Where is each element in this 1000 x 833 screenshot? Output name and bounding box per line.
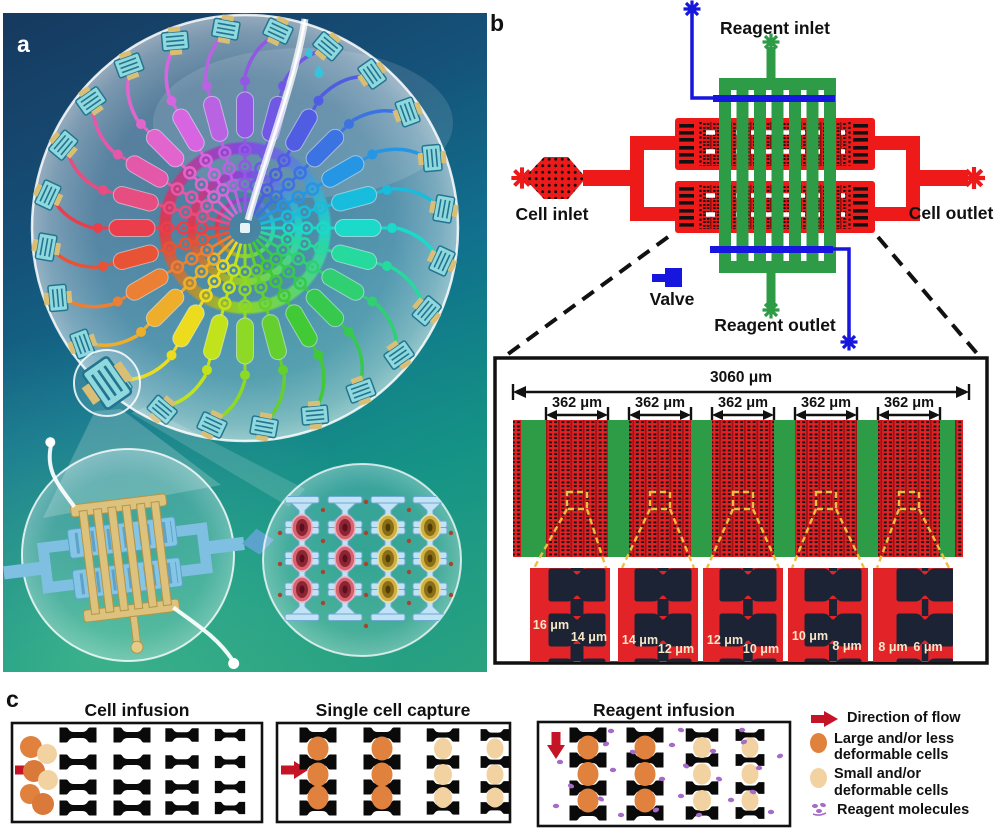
svg-text:8 μm: 8 μm — [878, 640, 907, 654]
trap-band — [513, 420, 963, 557]
cell-infusion-box: Cell infusion — [10, 700, 264, 824]
svg-text:12 μm: 12 μm — [658, 642, 694, 656]
panel-b-letter: b — [490, 10, 505, 36]
valve-control-lines — [652, 0, 860, 353]
panel-b-schematic: Reagent inlet Cell inlet Cell outlet Val… — [493, 0, 994, 665]
legend-row-flow: Direction of flow — [810, 710, 1000, 728]
legend-label: Small and/or deformable cells — [834, 766, 949, 799]
total-width-label: 3060 μm — [710, 369, 772, 386]
panel-a-photo: a — [3, 13, 487, 672]
segment-dimensions: 362 μm 362 μm 362 μm 362 μm 362 μm — [544, 395, 942, 421]
legend-label: Large and/or less deformable cells — [834, 731, 955, 764]
svg-text:14 μm: 14 μm — [571, 630, 607, 644]
reagent-infusion-box: Reagent infusion — [536, 700, 792, 828]
zoom-connector-left — [502, 235, 670, 359]
flow-arrow-icon — [811, 711, 838, 727]
svg-text:8 μm: 8 μm — [832, 639, 861, 653]
valve-label: Valve — [650, 289, 695, 309]
svg-text:362 μm: 362 μm — [552, 395, 602, 411]
legend-row-small-cell: Small and/or deformable cells — [810, 766, 1000, 799]
single-cell-capture-title: Single cell capture — [316, 700, 471, 720]
valve-icon — [652, 268, 682, 287]
svg-text:10 μm: 10 μm — [743, 642, 779, 656]
trap-inset-1: 16 μm 14 μm — [530, 568, 610, 662]
single-cell-capture-box: Single cell capture — [275, 700, 512, 824]
svg-text:362 μm: 362 μm — [884, 395, 934, 411]
chip-inset — [3, 437, 274, 670]
reagent-molecules-icon — [812, 802, 827, 816]
cell-outlet-port-icon — [963, 167, 985, 189]
wafer-center-hub — [240, 223, 250, 233]
chip-3d-render — [3, 437, 274, 670]
reagent-molecules-dots — [552, 727, 784, 818]
wafer-detail-layer — [3, 13, 487, 670]
reagent-inlet-label: Reagent inlet — [720, 18, 830, 38]
droplet-icon — [305, 47, 313, 58]
trapped-cells-inset — [262, 463, 462, 657]
legend-label: Reagent molecules — [837, 801, 970, 818]
svg-text:10 μm: 10 μm — [792, 629, 828, 643]
legend-row-reagent: Reagent molecules — [810, 802, 1000, 818]
trap-inset-3: 12 μm 10 μm — [703, 568, 783, 662]
panel-c-schematic: Cell infusion Single cell capture — [10, 700, 792, 828]
trap-inset-2: 14 μm 12 μm — [618, 568, 698, 662]
trap-inset-4: 10 μm 8 μm — [788, 568, 868, 662]
svg-text:16 μm: 16 μm — [533, 618, 569, 632]
magnifier-circle — [73, 349, 141, 417]
captured-cells — [577, 735, 759, 813]
svg-text:6 μm: 6 μm — [913, 640, 942, 654]
zoom-connector-right — [876, 235, 982, 359]
svg-text:362 μm: 362 μm — [801, 395, 851, 411]
captured-cells — [307, 736, 504, 810]
valve-port-bottom-icon — [838, 331, 860, 353]
zoom-detail-box: 3060 μm 362 μm 362 μm 362 μm 362 — [493, 356, 989, 665]
large-cell-icon — [810, 733, 827, 753]
small-cell-icon — [810, 768, 827, 789]
legend-row-large-cell: Large and/or less deformable cells — [810, 731, 1000, 763]
trap-inset-5: 8 μm 6 μm — [873, 568, 953, 662]
reagent-channel-network — [719, 31, 836, 321]
panel-c-letter: c — [6, 686, 19, 712]
panel-a-letter: a — [17, 31, 30, 57]
reagent-outlet-label: Reagent outlet — [714, 315, 836, 335]
light-beam-to-trap-inset — [131, 407, 305, 507]
svg-text:362 μm: 362 μm — [718, 395, 768, 411]
infused-cell-cluster — [20, 736, 58, 815]
reagent-infusion-title: Reagent infusion — [593, 700, 735, 720]
cell-inlet-label: Cell inlet — [516, 204, 589, 224]
sample-inlet-tube — [244, 18, 309, 221]
legend: Direction of flow Large and/or less defo… — [810, 710, 1000, 821]
droplet-icon — [314, 65, 324, 78]
total-width-dimension — [511, 384, 971, 400]
cell-outlet-label: Cell outlet — [909, 203, 994, 223]
valve-port-top-icon — [681, 0, 703, 20]
trap-zoom-callouts — [532, 490, 951, 569]
svg-text:12 μm: 12 μm — [707, 633, 743, 647]
cell-infusion-title: Cell infusion — [85, 700, 190, 720]
svg-text:14 μm: 14 μm — [622, 633, 658, 647]
svg-text:362 μm: 362 μm — [635, 395, 685, 411]
legend-label: Direction of flow — [847, 710, 961, 726]
